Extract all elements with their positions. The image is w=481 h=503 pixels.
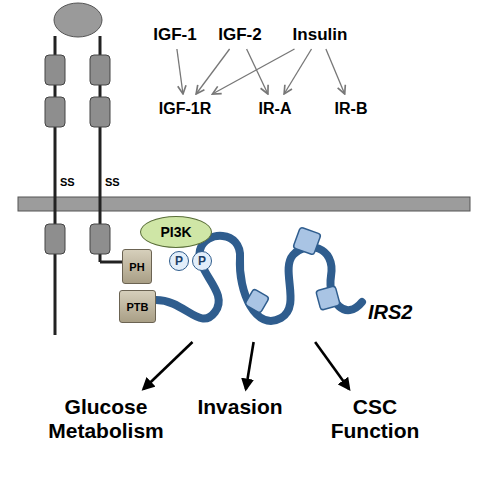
- output-arrow: [246, 342, 254, 389]
- receptor-name: IR-B: [327, 98, 375, 120]
- ptb-domain-box: PTB: [119, 290, 156, 323]
- node-text: Glucose Metabolism: [40, 395, 172, 443]
- receptor-domain: [90, 97, 110, 127]
- node-text: Invasion: [197, 395, 282, 419]
- node-text: IRS2: [368, 301, 412, 324]
- binding-arrow: [326, 49, 345, 94]
- binding-arrow: [177, 49, 183, 94]
- disulfide-label: SS: [60, 176, 75, 188]
- node-text: IGF-2: [218, 25, 261, 45]
- ph-domain-box: PH: [122, 249, 152, 284]
- node-text: PI3K: [160, 224, 191, 240]
- disulfide-label: SS: [105, 176, 120, 188]
- binding-arrow: [196, 49, 230, 94]
- node-text: CSC Function: [315, 395, 435, 443]
- phospho-circle: P: [192, 251, 212, 271]
- protein-domain: [316, 286, 340, 310]
- pi3k-ellipse: PI3K: [140, 216, 212, 248]
- node-text: P: [198, 254, 206, 268]
- receptor-domain: [45, 55, 65, 85]
- node-text: IR-B: [335, 100, 368, 118]
- phospho-circle: P: [169, 251, 189, 271]
- outcome-text: CSC Function: [315, 395, 435, 455]
- outcome-text: Invasion: [190, 395, 290, 455]
- node-text: Insulin: [293, 25, 348, 45]
- node-text: IGF-1: [153, 25, 196, 45]
- node-text: PH: [129, 261, 144, 273]
- receptor-domain: [45, 97, 65, 127]
- outcome-text: Glucose Metabolism: [40, 395, 172, 455]
- node-text: IGF-1R: [159, 100, 211, 118]
- ligand-name: IGF-1: [148, 24, 202, 46]
- irs2-protein-node: IRS2: [165, 205, 365, 340]
- binding-arrow: [212, 49, 294, 94]
- cell-membrane: [18, 197, 470, 211]
- ligand-name: Insulin: [284, 24, 356, 46]
- output-arrow: [315, 342, 349, 389]
- receptor-name: IR-A: [251, 98, 299, 120]
- receptor-domain: [45, 224, 65, 254]
- node-text: PTB: [127, 301, 149, 313]
- receptor-chain: [100, 261, 122, 264]
- output-arrow: [144, 342, 193, 389]
- protein-domain: [293, 227, 321, 255]
- ligand-ball: [54, 3, 102, 37]
- receptor-domain: [90, 55, 110, 85]
- protein-domain: [245, 289, 270, 314]
- node-text: P: [175, 254, 183, 268]
- binding-arrow: [247, 49, 268, 94]
- receptor-domain: [90, 224, 110, 254]
- receptor-name: IGF-1R: [152, 98, 218, 120]
- node-text: IR-A: [259, 100, 292, 118]
- ligand-name: IGF-2: [212, 24, 268, 46]
- irs2-protein: [156, 236, 362, 321]
- binding-arrow: [284, 49, 311, 94]
